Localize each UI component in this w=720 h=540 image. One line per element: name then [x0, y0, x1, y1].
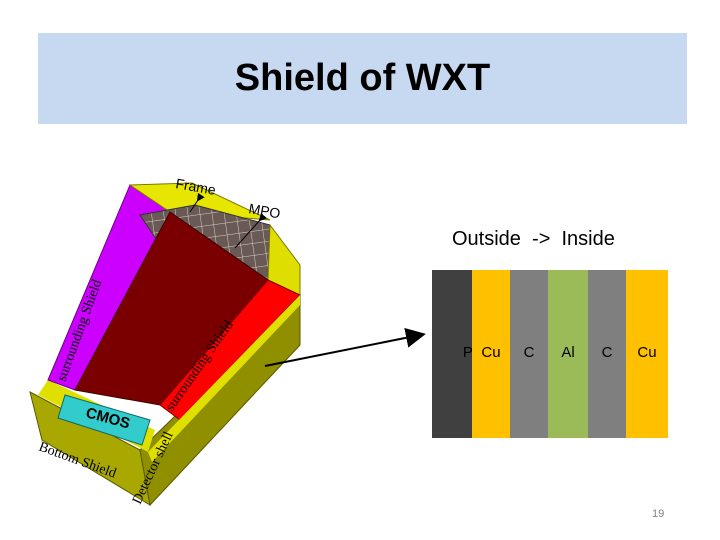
cmos-chip — [57, 394, 151, 446]
title-banner: Shield of WXT — [38, 33, 687, 124]
frame-arrow — [189, 192, 205, 213]
layer-label: Cu — [481, 344, 501, 361]
layer-pb: Pb — [432, 270, 481, 438]
rim-yellow-right — [148, 295, 300, 462]
slide-title: Shield of WXT — [234, 57, 491, 99]
layers-heading: Outside -> Inside — [452, 228, 615, 250]
layer-c-inner: C — [588, 270, 626, 438]
layer-al: Al — [548, 270, 588, 438]
layer-label: C — [601, 344, 613, 361]
mpo-arrow — [234, 212, 267, 249]
layer-label: Al — [561, 344, 575, 361]
layer-cu-outer: Cu — [472, 270, 510, 438]
mpo-label: MPO — [247, 200, 281, 221]
layers-arrow — [264, 327, 426, 367]
frame-label: Frame — [174, 175, 217, 198]
layer-label: Cu — [637, 344, 657, 361]
layer-label: C — [523, 344, 535, 361]
layer-cu-inner: Cu — [626, 270, 668, 438]
page-number: 19 — [652, 508, 665, 520]
layer-c-outer: C — [510, 270, 548, 438]
